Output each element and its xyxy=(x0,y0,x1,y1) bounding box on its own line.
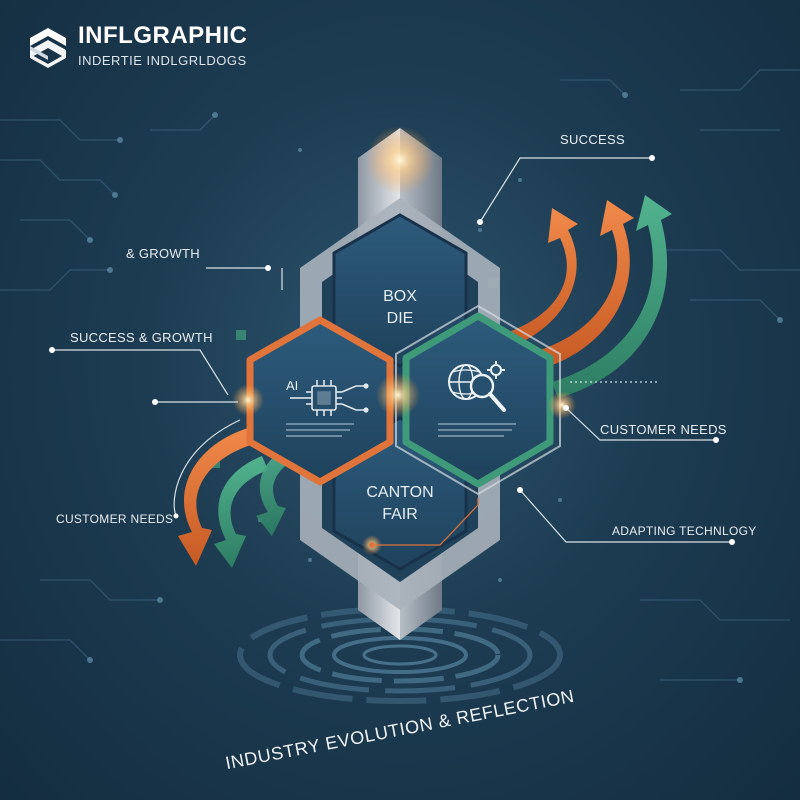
chip-icon xyxy=(290,380,369,416)
globe-search-gear-icon xyxy=(448,361,506,412)
label-customer-needs-left: CUSTOMER NEEDS xyxy=(56,512,174,526)
hexagon-box-die xyxy=(332,213,468,368)
hexagon-globe xyxy=(402,312,554,488)
ai-description-lines xyxy=(286,423,354,437)
hexagon-box-die-text: BOX DIE xyxy=(360,286,440,330)
hexagon-canton-fair-line1: CANTON xyxy=(366,484,434,501)
globe-description-lines xyxy=(438,423,516,437)
connector-dots xyxy=(49,155,735,548)
circuit-traces xyxy=(0,69,800,681)
brand-subtitle: INDERTIE INDLGRLDOGS xyxy=(78,53,247,68)
hexagon-canton-fair-text: CANTON FAIR xyxy=(350,482,450,526)
logo-icon xyxy=(30,28,66,68)
brand-title: INFLGRAPHIC xyxy=(78,22,248,49)
hexagon-canton-fair-line2: FAIR xyxy=(382,506,418,523)
hexagon-box-die-line2: DIE xyxy=(386,310,414,327)
label-success-growth: SUCCESS & GROWTH xyxy=(70,330,213,345)
glow-highlights xyxy=(232,126,576,555)
label-adapting-technology: ADAPTING TECHNLOGY xyxy=(612,524,757,538)
label-customer-needs-right: CUSTOMER NEEDS xyxy=(600,422,727,437)
label-growth: & GROWTH xyxy=(126,246,200,261)
arrow-down-icon xyxy=(178,428,306,568)
connector-lines xyxy=(52,157,732,546)
hexagon-ai-label: AI xyxy=(286,378,299,393)
hexagon-ai xyxy=(246,316,394,486)
hexagon-box-die-line1: BOX xyxy=(383,288,417,305)
circuit-nodes xyxy=(87,92,783,683)
label-success: SUCCESS xyxy=(560,132,625,147)
